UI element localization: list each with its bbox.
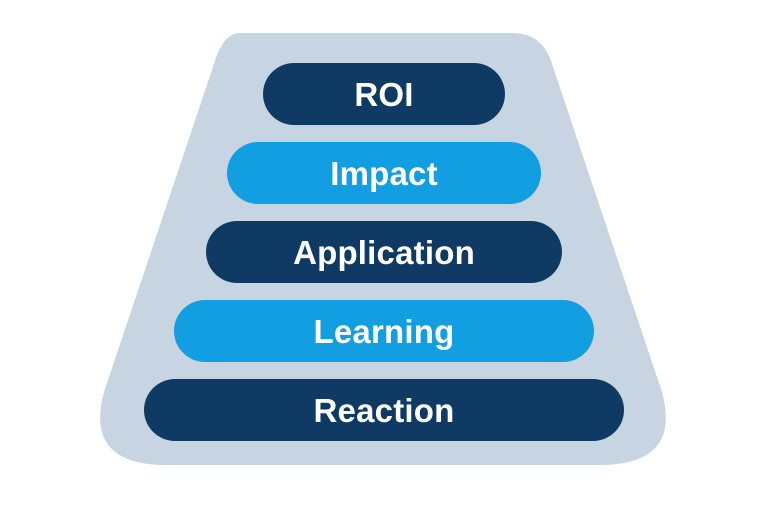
level-learning-label: Learning	[313, 312, 455, 350]
level-roi-label: ROI	[354, 75, 414, 113]
level-reaction-label: Reaction	[313, 391, 455, 429]
level-application: Application	[206, 221, 562, 283]
level-reaction: Reaction	[144, 379, 624, 441]
level-application-label: Application	[293, 233, 475, 271]
level-roi: ROI	[263, 63, 505, 125]
level-impact-label: Impact	[330, 154, 438, 192]
level-impact: Impact	[227, 142, 541, 204]
level-learning: Learning	[174, 300, 594, 362]
